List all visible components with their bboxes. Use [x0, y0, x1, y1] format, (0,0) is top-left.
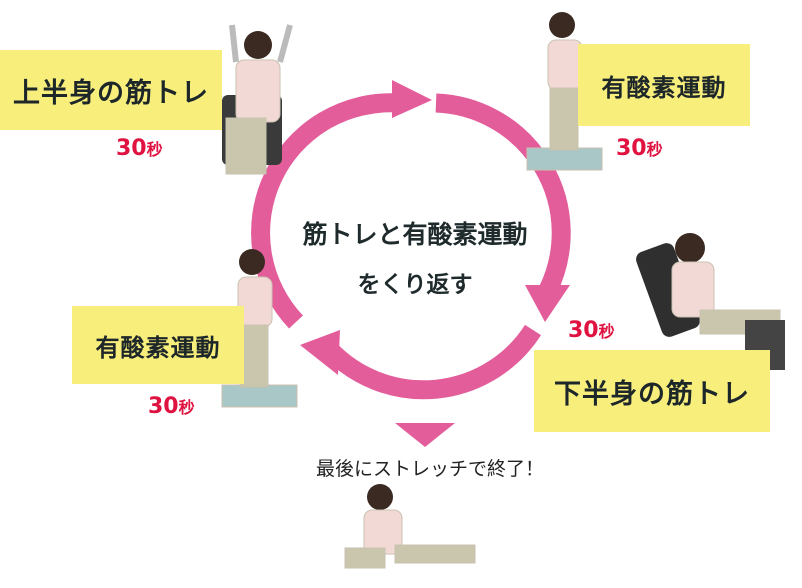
photo-aerobic-bottom — [221, 249, 298, 408]
duration-unit: 秒 — [598, 322, 615, 341]
duration-unit: 秒 — [646, 140, 663, 159]
step-label-lower-body: 下半身の筋トレ — [534, 350, 770, 432]
step-duration-upper-body: 30秒 — [116, 136, 163, 161]
photo-stretch — [344, 484, 476, 569]
step-duration-aerobic-top: 30秒 — [616, 136, 663, 161]
center-line-2: をくり返す — [357, 272, 473, 298]
step-label-upper-body: 上半身の筋トレ — [0, 50, 222, 130]
duration-number: 30 — [116, 136, 147, 161]
photo-upper-body-training — [222, 24, 293, 175]
duration-number: 30 — [616, 136, 647, 161]
step-label-aerobic-bottom: 有酸素運動 — [72, 306, 244, 384]
step-duration-lower-body: 30秒 — [568, 318, 615, 343]
center-caption: 筋トレと有酸素運動 をくり返す — [285, 215, 545, 299]
duration-unit: 秒 — [146, 140, 163, 159]
duration-number: 30 — [148, 394, 179, 419]
arrowhead-top — [392, 80, 432, 118]
arrowhead-right — [525, 285, 570, 322]
down-triangle — [395, 423, 455, 447]
step-duration-aerobic-bottom: 30秒 — [148, 394, 195, 419]
final-step-text: 最後にストレッチで終了！ — [315, 458, 544, 480]
photo-aerobic-top — [526, 12, 603, 171]
arrow-arc-bottom — [323, 324, 541, 400]
duration-number: 30 — [568, 318, 599, 343]
step-label-aerobic-top: 有酸素運動 — [578, 44, 750, 126]
photo-lower-body-training — [636, 233, 785, 370]
center-line-1: 筋トレと有酸素運動 — [302, 220, 528, 249]
arrowhead-bottom-left — [300, 330, 340, 375]
duration-unit: 秒 — [178, 398, 195, 417]
